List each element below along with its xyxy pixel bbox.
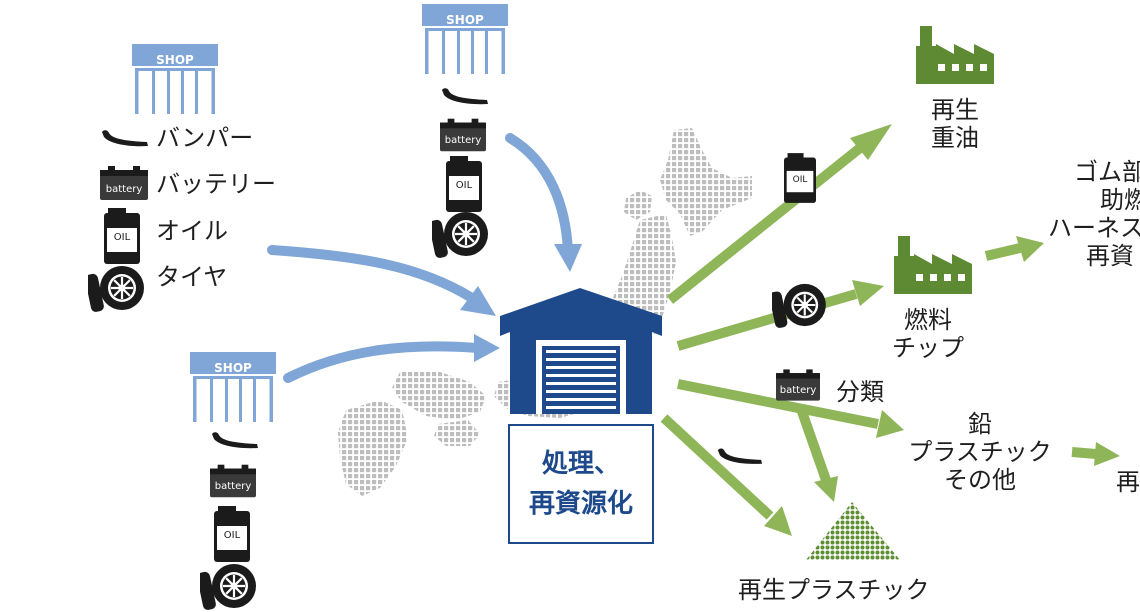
bumper-icon	[717, 448, 763, 464]
shop-label: SHOP	[446, 13, 484, 27]
output-rubber: ゴム部 助燃 ハーネス 再資	[1048, 158, 1140, 270]
inbound-arrowhead-left	[460, 286, 496, 316]
battery-label: battery	[106, 184, 143, 195]
outbound-arrow-heavy-oil	[666, 144, 864, 304]
bumper-icon	[102, 130, 148, 147]
shop-label: SHOP	[214, 361, 252, 375]
outbound-arrowhead-rubber	[1016, 236, 1044, 262]
warehouse-icon	[500, 288, 662, 414]
tire-icon	[200, 562, 256, 610]
legend-battery: バッテリー	[156, 170, 276, 198]
inbound-arrows	[267, 133, 573, 383]
battery-label: battery	[780, 385, 817, 396]
shop-label: SHOP	[156, 53, 194, 67]
output-recycled-plastic: 再生プラスチック	[738, 576, 930, 604]
outbound-arrow-fuel-chip	[676, 289, 858, 351]
outbound-arrowhead-pile	[814, 476, 838, 502]
inbound-arrow-top	[505, 133, 573, 257]
tire-icon	[772, 282, 826, 328]
outbound-arrow-lead	[677, 379, 879, 429]
outbound-arrowhead-fuel-chip	[852, 280, 884, 306]
outbound-arrow-re	[1071, 447, 1097, 459]
outbound-arrowhead-re	[1094, 442, 1120, 466]
oil-label: OIL	[224, 530, 241, 541]
legend-tire: タイヤ	[156, 263, 228, 291]
outbound-arrow-rubber	[984, 243, 1022, 261]
inbound-arrowhead-bottom	[474, 334, 500, 362]
outbound-arrows	[660, 144, 1097, 520]
output-sort: 分類	[836, 378, 884, 406]
legend-bumper: バンパー	[156, 124, 254, 152]
plastic-pile-icon	[806, 502, 900, 560]
factory-icon	[916, 26, 994, 84]
processing-label: 処理、 再資源化	[508, 424, 654, 544]
battery-label: battery	[445, 135, 482, 146]
processing-label-line2: 再資源化	[528, 489, 633, 519]
inbound-arrowhead-top	[554, 244, 582, 272]
legend-oil: オイル	[156, 217, 228, 245]
oil-label: OIL	[793, 175, 808, 185]
output-heavy-oil: 再生 重油	[931, 96, 979, 152]
tire-icon	[88, 264, 144, 312]
oil-label: OIL	[456, 180, 473, 191]
output-fuel-chip: 燃料 チップ	[892, 306, 964, 362]
outbound-arrowhead-lead	[876, 410, 904, 438]
output-lead-plastic: 鉛 プラスチック その他	[908, 410, 1052, 494]
outbound-arrow-pile	[795, 404, 831, 482]
output-re-partial: 再	[1116, 468, 1140, 496]
bumper-icon	[442, 88, 488, 105]
outbound-arrowhead-recycled-plastic	[764, 506, 792, 536]
processing-label-line1: 処理、	[541, 449, 620, 479]
inbound-arrow-bottom	[283, 341, 483, 383]
outbound-arrow-recycled-plastic	[660, 414, 774, 520]
battery-label: battery	[215, 481, 252, 492]
factory-icon	[894, 236, 972, 294]
outbound-arrowhead-heavy-oil	[850, 124, 892, 160]
oil-label: OIL	[114, 232, 131, 243]
tire-icon	[432, 210, 488, 258]
inbound-arrow-left	[267, 245, 477, 303]
bumper-icon	[212, 432, 258, 449]
